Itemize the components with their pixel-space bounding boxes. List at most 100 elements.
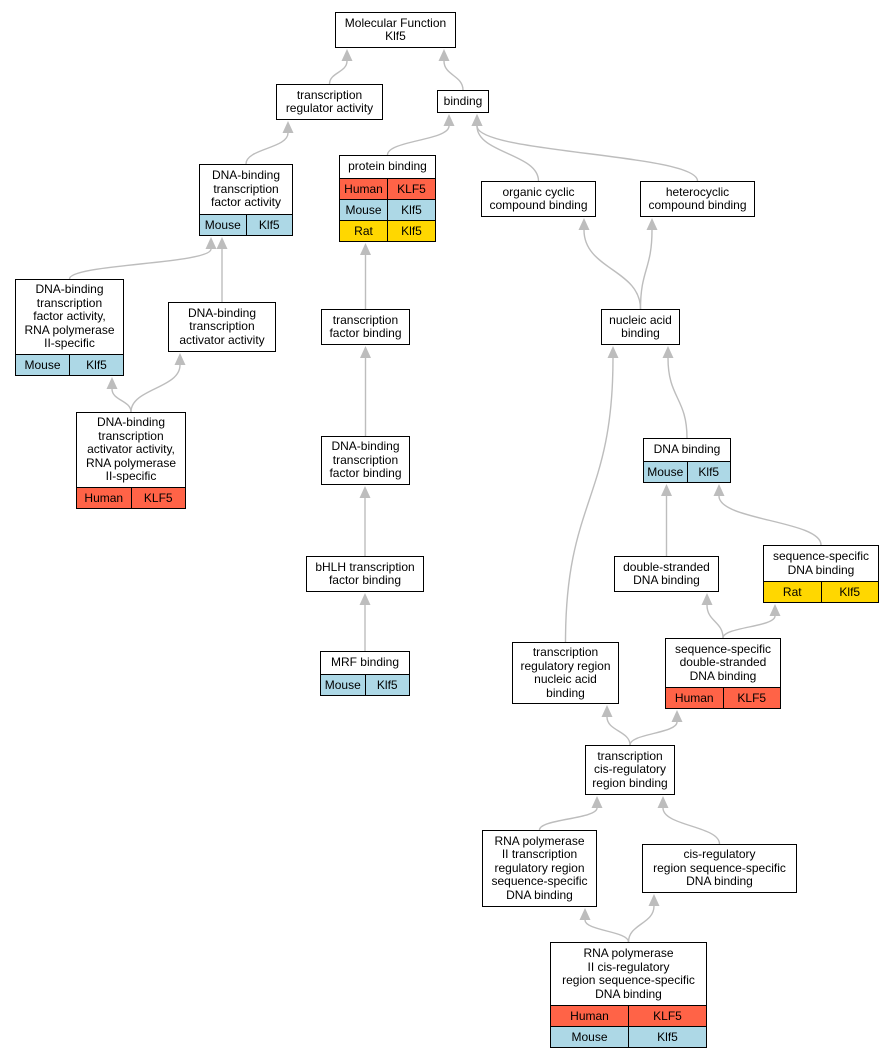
edge-line [564, 357, 614, 643]
node-cis-regulatory-region-ss-dna-binding[interactable]: cis-regulatory region sequence-specific … [642, 844, 797, 893]
node-label: transcription regulator activity [285, 87, 374, 115]
gene-cell: KLF5 [722, 688, 780, 708]
edge-arrowhead [648, 894, 660, 906]
node-sequence-specific-ds-dna-binding[interactable]: sequence-specific double-stranded DNA bi… [665, 638, 781, 709]
edge-line [111, 388, 132, 413]
annotation-row: Human KLF5 [666, 687, 780, 708]
node-rnap2-transcription-regulatory-region-ss-dna-binding[interactable]: RNA polymerase II transcription regulato… [482, 830, 597, 907]
node-label: RNA polymerase II transcription regulato… [491, 833, 588, 902]
gene-cell: Klf5 [387, 200, 435, 220]
edge-arrowhead [657, 796, 669, 808]
node-dna-binding-tf-activity-rnap2[interactable]: DNA-binding transcription factor activit… [15, 279, 124, 376]
edge-arrowhead [601, 705, 613, 717]
node-label: nucleic acid binding [609, 312, 672, 340]
edge-arrowhead [591, 796, 603, 808]
species-cell: Human [340, 179, 387, 199]
edge-arrowhead [360, 346, 371, 358]
node-transcription-regulatory-region-nucleic-acid-binding[interactable]: transcription regulatory region nucleic … [512, 642, 619, 704]
edge-line [328, 60, 348, 85]
node-rnap2-cis-regulatory-region-ss-dna-binding[interactable]: RNA polymerase II cis-regulatory region … [550, 942, 707, 1048]
species-cell: Rat [764, 582, 821, 602]
species-cell: Mouse [16, 355, 69, 375]
node-dna-binding-tf-binding[interactable]: DNA-binding transcription factor binding [321, 436, 410, 485]
annotation-row: Mouse Klf5 [644, 461, 730, 482]
edge-arrowhead [174, 353, 186, 365]
edge-line [639, 229, 653, 310]
gene-cell: Klf5 [628, 1027, 706, 1047]
node-heterocyclic-compound-binding[interactable]: heterocyclic compound binding [640, 181, 755, 217]
gene-cell: KLF5 [628, 1006, 706, 1026]
edge-line [68, 248, 212, 280]
edge-line [583, 229, 642, 310]
node-protein-binding[interactable]: protein binding Human KLF5 Mouse Klf5 Ra… [339, 155, 436, 242]
edge-line [662, 807, 721, 845]
edge-line [606, 716, 631, 746]
node-dna-binding-tf-activator-activity[interactable]: DNA-binding transcription activator acti… [168, 302, 276, 352]
node-dna-binding[interactable]: DNA binding Mouse Klf5 [643, 438, 731, 483]
edge-arrowhead [216, 237, 228, 249]
node-label: transcription cis-regulatory region bind… [592, 748, 668, 790]
annotation-row: Rat Klf5 [764, 581, 878, 602]
edge-arrowhead [341, 49, 353, 61]
gene-cell: Klf5 [364, 675, 409, 695]
edge-line [667, 357, 688, 439]
node-label: bHLH transcription factor binding [315, 559, 415, 587]
node-sequence-specific-dna-binding[interactable]: sequence-specific DNA binding Rat Klf5 [763, 545, 879, 603]
annotation-row: Human KLF5 [77, 487, 185, 508]
edge-line [722, 615, 776, 639]
node-dna-binding-tf-activity[interactable]: DNA-binding transcription factor activit… [199, 164, 293, 236]
annotation-row: Mouse Klf5 [200, 214, 292, 235]
node-nucleic-acid-binding[interactable]: nucleic acid binding [601, 309, 680, 345]
node-label: DNA-binding transcription activator acti… [85, 415, 177, 484]
node-label: DNA-binding transcription activator acti… [179, 305, 265, 347]
node-label: DNA binding [653, 442, 721, 457]
edge-arrowhead [205, 237, 217, 249]
edge-line [476, 125, 540, 182]
node-label: RNA polymerase II cis-regulatory region … [562, 946, 695, 1001]
annotation-row: Mouse Klf5 [340, 199, 435, 220]
annotation-row: Rat Klf5 [340, 220, 435, 241]
node-binding[interactable]: binding [437, 90, 489, 113]
edge-arrowhead [106, 377, 118, 389]
species-cell: Rat [340, 221, 387, 241]
node-label: protein binding [348, 159, 427, 174]
edge-arrowhead [443, 114, 455, 126]
node-label: sequence-specific double-stranded DNA bi… [674, 641, 772, 683]
node-label: heterocyclic compound binding [648, 184, 747, 212]
annotation-row: Mouse Klf5 [16, 354, 123, 375]
gene-cell: Klf5 [387, 221, 435, 241]
edge-line [130, 364, 181, 413]
edge-line [245, 132, 289, 165]
node-dna-binding-tf-activator-activity-rnap2[interactable]: DNA-binding transcription activator acti… [76, 412, 186, 509]
edge-arrowhead [662, 346, 674, 358]
node-molecular-function[interactable]: Molecular Function Klf5 [335, 12, 456, 48]
edge-arrowhead [607, 346, 619, 358]
node-bhlh-tf-binding[interactable]: bHLH transcription factor binding [306, 556, 424, 592]
node-label: DNA-binding transcription factor activit… [24, 282, 115, 351]
node-transcription-factor-binding[interactable]: transcription factor binding [321, 309, 410, 345]
species-cell: Mouse [200, 215, 246, 235]
edge-arrowhead [578, 218, 590, 230]
node-label: MRF binding [330, 655, 400, 670]
node-transcription-cis-regulatory-region-binding[interactable]: transcription cis-regulatory region bind… [585, 745, 675, 795]
edge-arrowhead [438, 49, 450, 61]
edge-arrowhead [471, 114, 483, 126]
annotation-row: Mouse Klf5 [321, 674, 409, 695]
node-label: organic cyclic compound binding [489, 184, 588, 212]
edge-arrowhead [701, 593, 713, 605]
edge-arrowhead [360, 243, 371, 255]
edge-line [718, 495, 822, 546]
node-transcription-regulator-activity[interactable]: transcription regulator activity [276, 84, 383, 120]
annotation-row: Mouse Klf5 [551, 1026, 706, 1047]
species-cell: Human [77, 488, 131, 508]
node-mrf-binding[interactable]: MRF binding Mouse Klf5 [320, 651, 410, 696]
gene-cell: Klf5 [245, 215, 292, 235]
edge-line [584, 919, 630, 943]
edge-line [476, 125, 699, 182]
node-label: cis-regulatory region sequence-specific … [653, 847, 786, 889]
edge-line [706, 604, 724, 639]
node-double-stranded-dna-binding[interactable]: double-stranded DNA binding [614, 556, 719, 592]
edge-line [538, 807, 598, 831]
node-organic-cyclic-compound-binding[interactable]: organic cyclic compound binding [481, 181, 596, 217]
edge-line [443, 60, 464, 91]
